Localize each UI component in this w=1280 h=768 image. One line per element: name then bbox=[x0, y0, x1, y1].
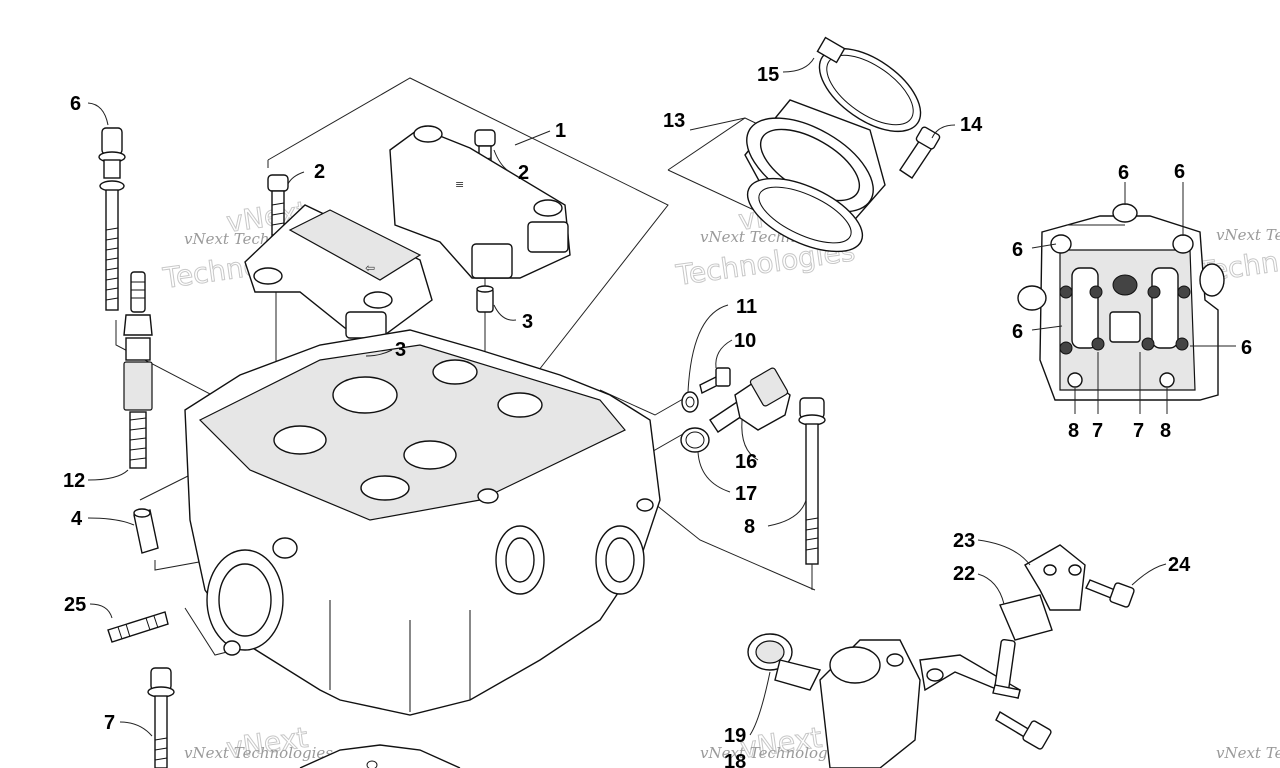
callout-17: 17 bbox=[735, 483, 757, 505]
callout-8-top-view-right: 8 bbox=[1160, 420, 1171, 442]
bolt-14 bbox=[899, 126, 941, 179]
sensor-16 bbox=[709, 367, 791, 433]
head-top-view bbox=[1017, 182, 1236, 414]
stud-25 bbox=[107, 611, 169, 643]
callout-11: 11 bbox=[736, 296, 757, 318]
bracket-23 bbox=[1024, 544, 1086, 611]
callout-8-bolt: 8 bbox=[744, 516, 755, 538]
thermostat-19 bbox=[747, 633, 822, 691]
callout-numbers: 1 2 2 3 3 4 6 6 6 6 6 6 7 7 7 8 8 8 10 1… bbox=[63, 64, 1252, 768]
callout-18: 18 bbox=[724, 751, 746, 768]
callout-2-left: 2 bbox=[314, 161, 325, 183]
svg-text:≡: ≡ bbox=[455, 178, 464, 191]
bolt-bottom-right bbox=[995, 711, 1052, 750]
spark-plug-12 bbox=[123, 271, 153, 469]
bushing-22 bbox=[992, 594, 1053, 699]
callout-8-top-view-left: 8 bbox=[1068, 420, 1079, 442]
callout-3-right: 3 bbox=[522, 311, 533, 333]
bolt-24 bbox=[1085, 579, 1135, 608]
intake-clamp-15 bbox=[816, 36, 922, 133]
callout-22: 22 bbox=[953, 563, 975, 585]
washer-11 bbox=[681, 391, 699, 413]
dowel-3-right bbox=[476, 285, 494, 313]
callout-14: 14 bbox=[960, 114, 983, 136]
callout-4: 4 bbox=[71, 508, 83, 530]
svg-text:vNext Technologies: vNext Technologies bbox=[700, 744, 849, 762]
callout-12: 12 bbox=[63, 470, 85, 492]
oring-17 bbox=[680, 427, 710, 453]
water-outlet bbox=[819, 639, 1021, 768]
camshaft-cap-right: ≡ bbox=[389, 125, 571, 279]
callout-1: 1 bbox=[555, 120, 566, 142]
callout-25: 25 bbox=[64, 594, 86, 616]
bolt-7 bbox=[147, 667, 175, 768]
callout-6-top-center: 6 bbox=[1118, 162, 1129, 184]
callout-13: 13 bbox=[663, 110, 685, 132]
watermark-bottom-left: vNext vNext Technologies bbox=[184, 720, 333, 765]
callout-6-lower-left: 6 bbox=[1012, 321, 1023, 343]
bolt-8 bbox=[798, 397, 826, 590]
svg-text:vNext Technologies: vNext Technologies bbox=[184, 744, 333, 762]
callout-23: 23 bbox=[953, 530, 975, 552]
callout-3-center: 3 bbox=[395, 339, 406, 361]
callout-15: 15 bbox=[757, 64, 779, 86]
callout-6-right: 6 bbox=[1241, 337, 1252, 359]
callout-leaders bbox=[87, 57, 1167, 737]
bolt-6-long bbox=[98, 127, 126, 311]
callout-6-left: 6 bbox=[70, 93, 81, 115]
svg-text:⇦: ⇦ bbox=[365, 261, 375, 275]
callout-2-right: 2 bbox=[518, 162, 529, 184]
svg-text:vNext Te: vNext Te bbox=[1216, 744, 1280, 762]
callout-6-top-right: 6 bbox=[1174, 161, 1185, 183]
camshaft-cap-left: ⇦ bbox=[244, 204, 433, 341]
callout-7-top-view-left: 7 bbox=[1092, 420, 1103, 442]
bolt-10 bbox=[699, 367, 731, 395]
callout-7-left: 7 bbox=[104, 712, 115, 734]
callout-10: 10 bbox=[734, 330, 756, 352]
dowel-4 bbox=[133, 508, 159, 554]
callout-7-top-view-right: 7 bbox=[1133, 420, 1144, 442]
cylinder-head bbox=[184, 329, 661, 716]
watermark-bottom-right: vNext Te bbox=[1216, 744, 1280, 762]
gasket-bottom bbox=[299, 744, 461, 768]
callout-24: 24 bbox=[1168, 554, 1191, 576]
callout-19: 19 bbox=[724, 725, 746, 747]
callout-6-upper-left: 6 bbox=[1012, 239, 1023, 261]
intake-boot-13 bbox=[744, 99, 886, 253]
callout-16: 16 bbox=[735, 451, 757, 473]
svg-text:vNext Te: vNext Te bbox=[1216, 226, 1280, 244]
